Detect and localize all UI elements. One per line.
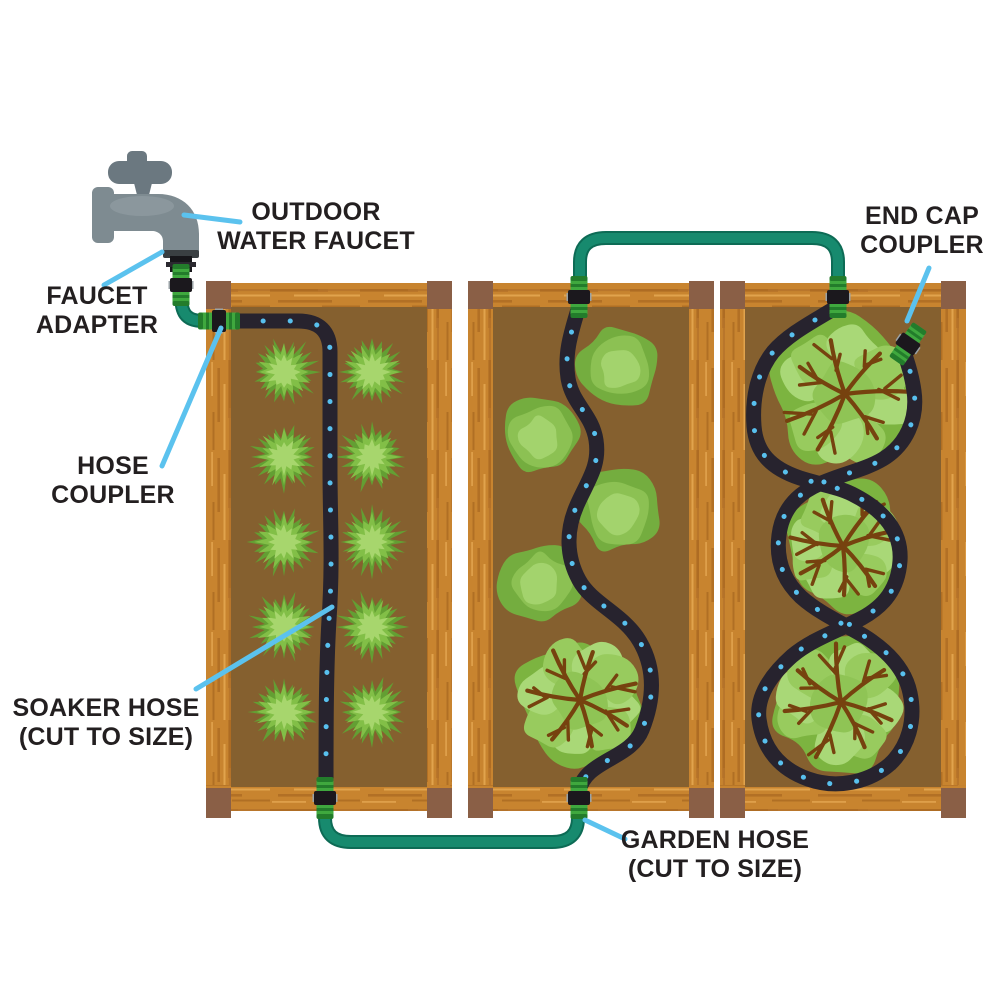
hose-coupler-icon [198, 308, 240, 334]
soaker-hose-bed2 [559, 298, 659, 800]
callout-hose-coupler [159, 325, 224, 469]
callout-garden-hose [582, 817, 628, 842]
label-line: END CAP [865, 202, 979, 230]
plant-lettuce [772, 635, 904, 774]
bed3-plants [769, 310, 916, 774]
callout-faucet-adapter [101, 249, 165, 288]
corner-post [427, 788, 452, 818]
plant-lettuce [786, 478, 902, 615]
label-line: SOAKER HOSE [12, 694, 200, 722]
label-line: OUTDOOR [251, 198, 381, 226]
hose-coupler-icon [566, 276, 592, 318]
plant-bush [249, 425, 315, 494]
corner-post [468, 281, 493, 309]
callout-soaker-hose [193, 604, 335, 692]
plant-cloud [574, 326, 658, 406]
corner-post [206, 281, 231, 309]
label-outdoor-water-faucet: OUTDOOR WATER FAUCET [206, 198, 426, 256]
plant-bush [339, 677, 406, 748]
garden-hose-bottom [318, 795, 585, 849]
plant-bush [254, 338, 321, 405]
corner-post [689, 788, 714, 818]
plant-cloud [576, 468, 660, 552]
faucet-adapter-coupler-icon [168, 264, 194, 306]
corner-post [720, 788, 745, 818]
plant-bush [247, 678, 317, 743]
label-line: ADAPTER [35, 311, 159, 339]
label-line: (CUT TO SIZE) [627, 855, 803, 883]
label-faucet-adapter: FAUCET ADAPTER [17, 282, 177, 340]
label-soaker-hose: SOAKER HOSE (CUT TO SIZE) [11, 694, 201, 752]
plant-bush [336, 591, 410, 664]
label-garden-hose: GARDEN HOSE (CUT TO SIZE) [620, 826, 810, 884]
corner-post [941, 788, 966, 818]
label-hose-coupler: HOSE COUPLER [33, 452, 193, 510]
plant-bush [246, 508, 320, 577]
corner-post [689, 281, 714, 309]
label-line: FAUCET [46, 282, 148, 310]
plant-bush [339, 338, 406, 404]
label-line: (CUT TO SIZE) [18, 723, 194, 751]
outdoor-water-faucet-icon [92, 151, 199, 258]
corner-post [468, 788, 493, 818]
callout-end-cap-coupler [904, 265, 932, 324]
corner-post [427, 281, 452, 309]
corner-post [720, 281, 745, 309]
soaker-hose-bed3 [746, 298, 923, 792]
plant-bush [248, 591, 316, 662]
soaker-hose-bed1 [228, 313, 339, 803]
plant-lettuce [514, 638, 648, 769]
garden-hose-top [573, 231, 845, 309]
bed2-plants [496, 326, 660, 769]
plant-cloud [504, 397, 581, 473]
corner-post [206, 788, 231, 818]
label-line: HOSE [77, 452, 149, 480]
hose-coupler-icon [312, 777, 338, 819]
end-cap-coupler-icon [889, 322, 927, 366]
plant-cloud [496, 545, 583, 622]
label-line: COUPLER [860, 231, 984, 259]
plant-lettuce [769, 310, 916, 468]
label-line: COUPLER [51, 481, 175, 509]
plant-bush [340, 504, 408, 580]
hose-coupler-icon [566, 777, 592, 819]
label-line: GARDEN HOSE [620, 826, 810, 854]
hose-coupler-icon [825, 276, 851, 318]
callout-outdoor-water-faucet [181, 212, 243, 225]
label-end-cap-coupler: END CAP COUPLER [842, 202, 1000, 260]
corner-post [941, 281, 966, 309]
bed1-plants [246, 338, 410, 748]
label-line: WATER FAUCET [217, 227, 415, 255]
plant-bush [334, 421, 406, 493]
